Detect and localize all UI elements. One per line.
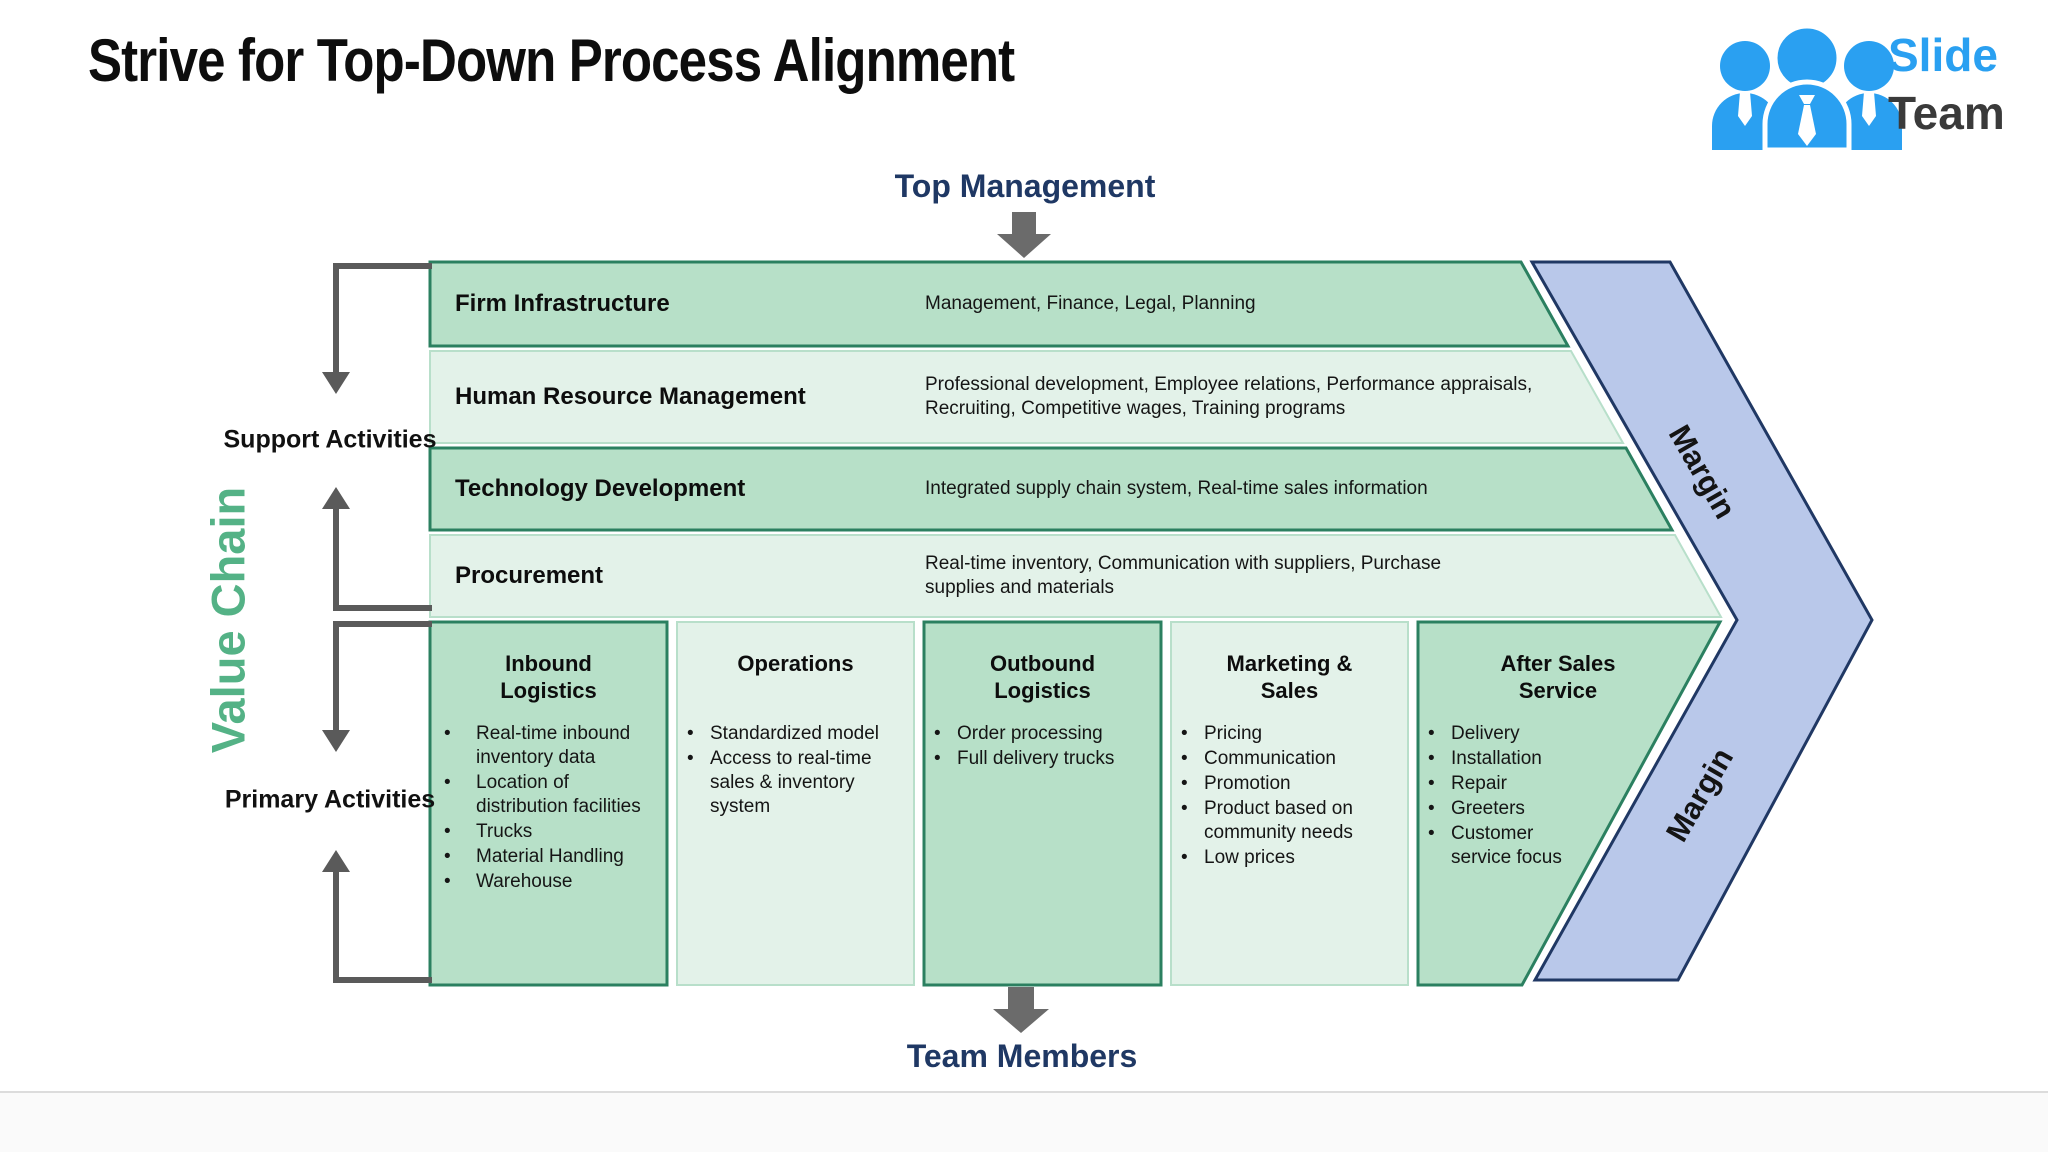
col-operations-list: Standardized model Access to real-time s… xyxy=(677,722,902,820)
row-technology-development-shape xyxy=(428,446,1675,532)
list-item: Warehouse xyxy=(430,870,655,894)
top-management-arrow-icon xyxy=(997,212,1051,258)
col-marketing-sales-title: Marketing & Sales xyxy=(1171,650,1408,704)
list-item: Promotion xyxy=(1171,772,1396,796)
row-firm-infrastructure-title: Firm Infrastructure xyxy=(455,290,670,317)
list-item: Delivery xyxy=(1418,722,1578,746)
primary-bracket-bottom-line xyxy=(333,866,432,983)
row-technology-development-title: Technology Development xyxy=(455,475,746,502)
row-procurement-title: Procurement xyxy=(455,562,604,589)
list-item: Product based on community needs xyxy=(1171,797,1396,845)
row-procurement-desc: Real-time inventory, Communication with … xyxy=(925,553,1442,598)
list-item: Communication xyxy=(1171,747,1396,771)
list-item: Access to real-time sales & inventory sy… xyxy=(677,747,902,819)
list-item: Installation xyxy=(1418,747,1578,771)
primary-bracket-top-line xyxy=(333,621,432,736)
list-item: Low prices xyxy=(1171,846,1396,870)
col-after-sales-service-list: Delivery Installation Repair Greeters Cu… xyxy=(1418,722,1578,871)
footer-area xyxy=(0,1093,2048,1152)
row-technology-development-desc: Integrated supply chain system, Real-tim… xyxy=(925,478,1428,499)
col-after-sales-service-title-text: After Sales Service xyxy=(1500,651,1616,703)
support-activities-label: Support Activities xyxy=(223,425,437,454)
value-chain-label: Value Chain xyxy=(201,486,255,754)
row-human-resource-shape xyxy=(429,350,1625,444)
support-bracket-bottom-line xyxy=(333,503,432,611)
col-outbound-logistics-title: Outbound Logistics xyxy=(924,650,1161,704)
top-management-label: Top Management xyxy=(894,168,1156,204)
support-arrow-down-icon xyxy=(322,372,350,394)
team-members-label: Team Members xyxy=(906,1038,1138,1074)
col-inbound-logistics-title-text: Inbound Logistics xyxy=(500,651,597,703)
support-arrow-up-icon xyxy=(322,487,350,509)
row-human-resource-title: Human Resource Management xyxy=(455,383,806,410)
primary-arrow-down-icon xyxy=(322,730,350,752)
row-human-resource-desc: Professional development, Employee relat… xyxy=(925,374,1533,419)
col-marketing-sales-title-text: Marketing & Sales xyxy=(1226,651,1353,703)
row-firm-infrastructure-desc: Management, Finance, Legal, Planning xyxy=(925,293,1256,314)
support-bracket-top-line xyxy=(333,263,432,378)
col-operations-title: Operations xyxy=(677,650,914,677)
list-item: Real-time inbound inventory data xyxy=(430,722,655,770)
col-inbound-logistics-list: Real-time inbound inventory data Locatio… xyxy=(430,722,655,895)
margin-chevron-shape xyxy=(1529,260,1874,982)
list-item: Trucks xyxy=(430,820,655,844)
support-bracket-group xyxy=(333,263,432,983)
list-item: Greeters xyxy=(1418,797,1578,821)
list-item: Pricing xyxy=(1171,722,1396,746)
list-item: Material Handling xyxy=(430,845,655,869)
col-outbound-logistics-list: Order processing Full delivery trucks xyxy=(924,722,1149,772)
col-marketing-sales-list: Pricing Communication Promotion Product … xyxy=(1171,722,1396,871)
col-operations-title-text: Operations xyxy=(737,651,854,676)
logo-text-team: Team xyxy=(1888,87,2005,139)
list-item: Location of distribution facilities xyxy=(430,771,655,819)
list-item: Repair xyxy=(1418,772,1578,796)
col-outbound-logistics-shape xyxy=(922,620,1163,987)
logo-text-slide: Slide xyxy=(1888,29,1998,81)
col-after-sales-service-title: After Sales Service xyxy=(1418,650,1698,704)
list-item: Order processing xyxy=(924,722,1149,746)
list-item: Full delivery trucks xyxy=(924,747,1149,771)
col-outbound-logistics-title-text: Outbound Logistics xyxy=(989,651,1096,703)
team-members-arrow-icon xyxy=(993,987,1049,1033)
logo-people-icon xyxy=(1712,23,1902,153)
col-inbound-logistics-title: Inbound Logistics xyxy=(430,650,667,704)
footer-divider xyxy=(0,1091,2048,1093)
page-title: Strive for Top-Down Process Alignment xyxy=(88,27,1015,94)
primary-arrow-up-icon xyxy=(322,850,350,872)
list-item: Customer service focus xyxy=(1418,822,1578,870)
bracket-arrowheads xyxy=(322,372,350,872)
list-item: Standardized model xyxy=(677,722,902,746)
row-procurement-shape xyxy=(429,534,1723,618)
row-firm-infrastructure-shape xyxy=(428,260,1571,348)
primary-activities-label: Primary Activities xyxy=(224,785,436,814)
